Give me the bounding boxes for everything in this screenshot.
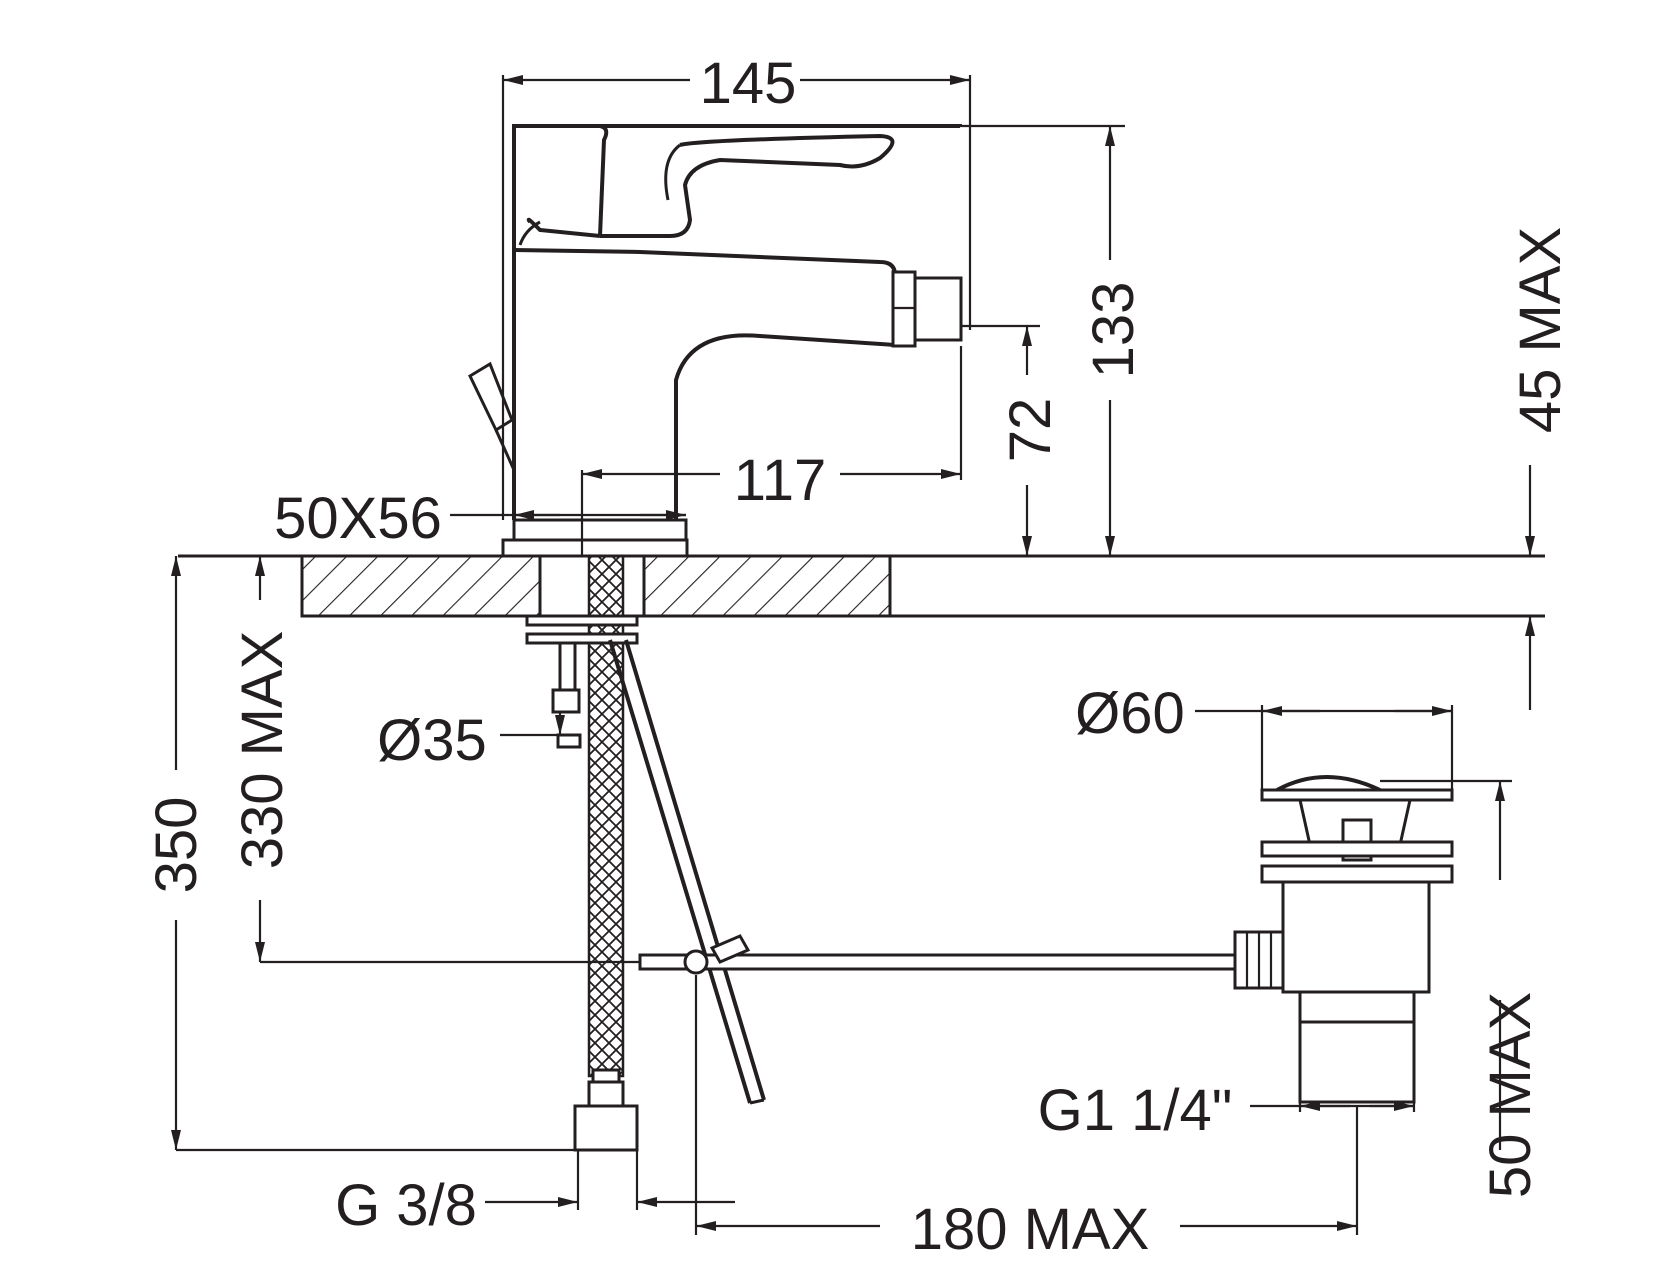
dim-hole-diameter: Ø35 — [377, 708, 487, 773]
dim-height-max: 45 MAX — [1508, 227, 1573, 433]
countertop — [178, 554, 1545, 618]
popup-waste — [1233, 775, 1454, 1104]
dim-drain-thread: G1 1/4" — [1038, 1078, 1233, 1143]
dim-drain-diameter: Ø60 — [1075, 681, 1185, 746]
dim-base-size: 50X56 — [274, 486, 442, 551]
mixer-body — [468, 124, 963, 558]
dim-drain-depth: 50 MAX — [1478, 992, 1543, 1198]
dimension-lines — [171, 75, 1535, 1235]
dim-inlet-thread: G 3/8 — [335, 1173, 477, 1238]
dim-height-total: 133 — [1081, 282, 1146, 379]
underside-fixing — [525, 554, 639, 1152]
dim-spout-height: 72 — [998, 398, 1063, 463]
dim-rod-depth: 330 MAX — [230, 631, 295, 870]
dim-rod-reach: 180 MAX — [911, 1197, 1150, 1262]
dim-spout-reach: 117 — [734, 448, 826, 513]
dim-hose-length: 350 — [144, 797, 209, 894]
dim-width-top: 145 — [700, 51, 797, 116]
